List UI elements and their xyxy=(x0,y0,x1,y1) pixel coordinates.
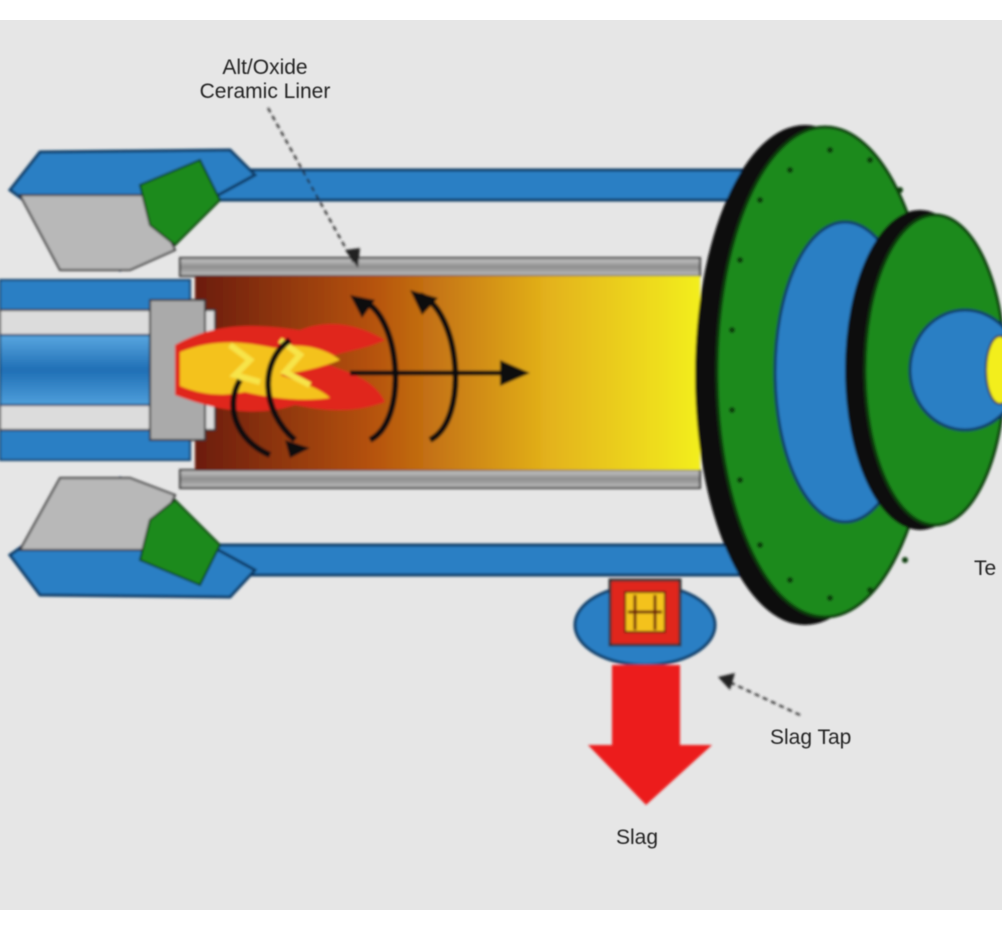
flange-bolts xyxy=(729,147,908,601)
ceramic-liner-top xyxy=(179,257,701,277)
liner-leader-head xyxy=(345,248,360,268)
swirl-arc-1 xyxy=(358,297,399,443)
inlet-pipe-inner xyxy=(0,334,176,406)
ceramic-liner-label-line2: Ceramic Liner xyxy=(199,80,331,103)
swirl-arc-3 xyxy=(265,337,298,443)
ceramic-liner-label: Alt/Oxide Ceramic Liner xyxy=(160,56,370,104)
flow-arrow-head xyxy=(500,360,530,386)
swirl-arc-4 xyxy=(230,378,272,458)
flame-tongues xyxy=(228,337,312,388)
cap-green-top xyxy=(138,158,222,247)
end-cap-top-inner xyxy=(18,194,177,271)
cap-green-bottom xyxy=(138,498,222,587)
swirl-arrowhead-1 xyxy=(350,295,375,318)
swirl-arrowhead-2 xyxy=(410,290,438,315)
slagtap-leader-head xyxy=(718,673,735,690)
slag-arrow xyxy=(588,665,712,805)
ceramic-liner-label-line1: Alt/Oxide xyxy=(222,56,308,79)
edge-label: Te xyxy=(974,557,997,580)
slagtap-leader-line xyxy=(724,679,801,716)
liner-leader-line xyxy=(267,107,356,266)
outer-jacket-bottom xyxy=(188,543,752,577)
exit-nozzle-blue xyxy=(908,308,1002,432)
slag-label: Slag xyxy=(616,826,659,849)
ceramic-liner-bottom xyxy=(179,469,701,489)
outer-jacket-top xyxy=(188,168,752,202)
swirl-arc-2 xyxy=(418,292,459,443)
slag-tap-label: Slag Tap xyxy=(770,726,852,749)
swirl-arrowhead-3 xyxy=(285,440,310,458)
exit-nozzle-glow xyxy=(985,335,1002,405)
slag-tap-grid xyxy=(628,595,662,630)
end-cap-bottom-inner xyxy=(18,477,177,551)
